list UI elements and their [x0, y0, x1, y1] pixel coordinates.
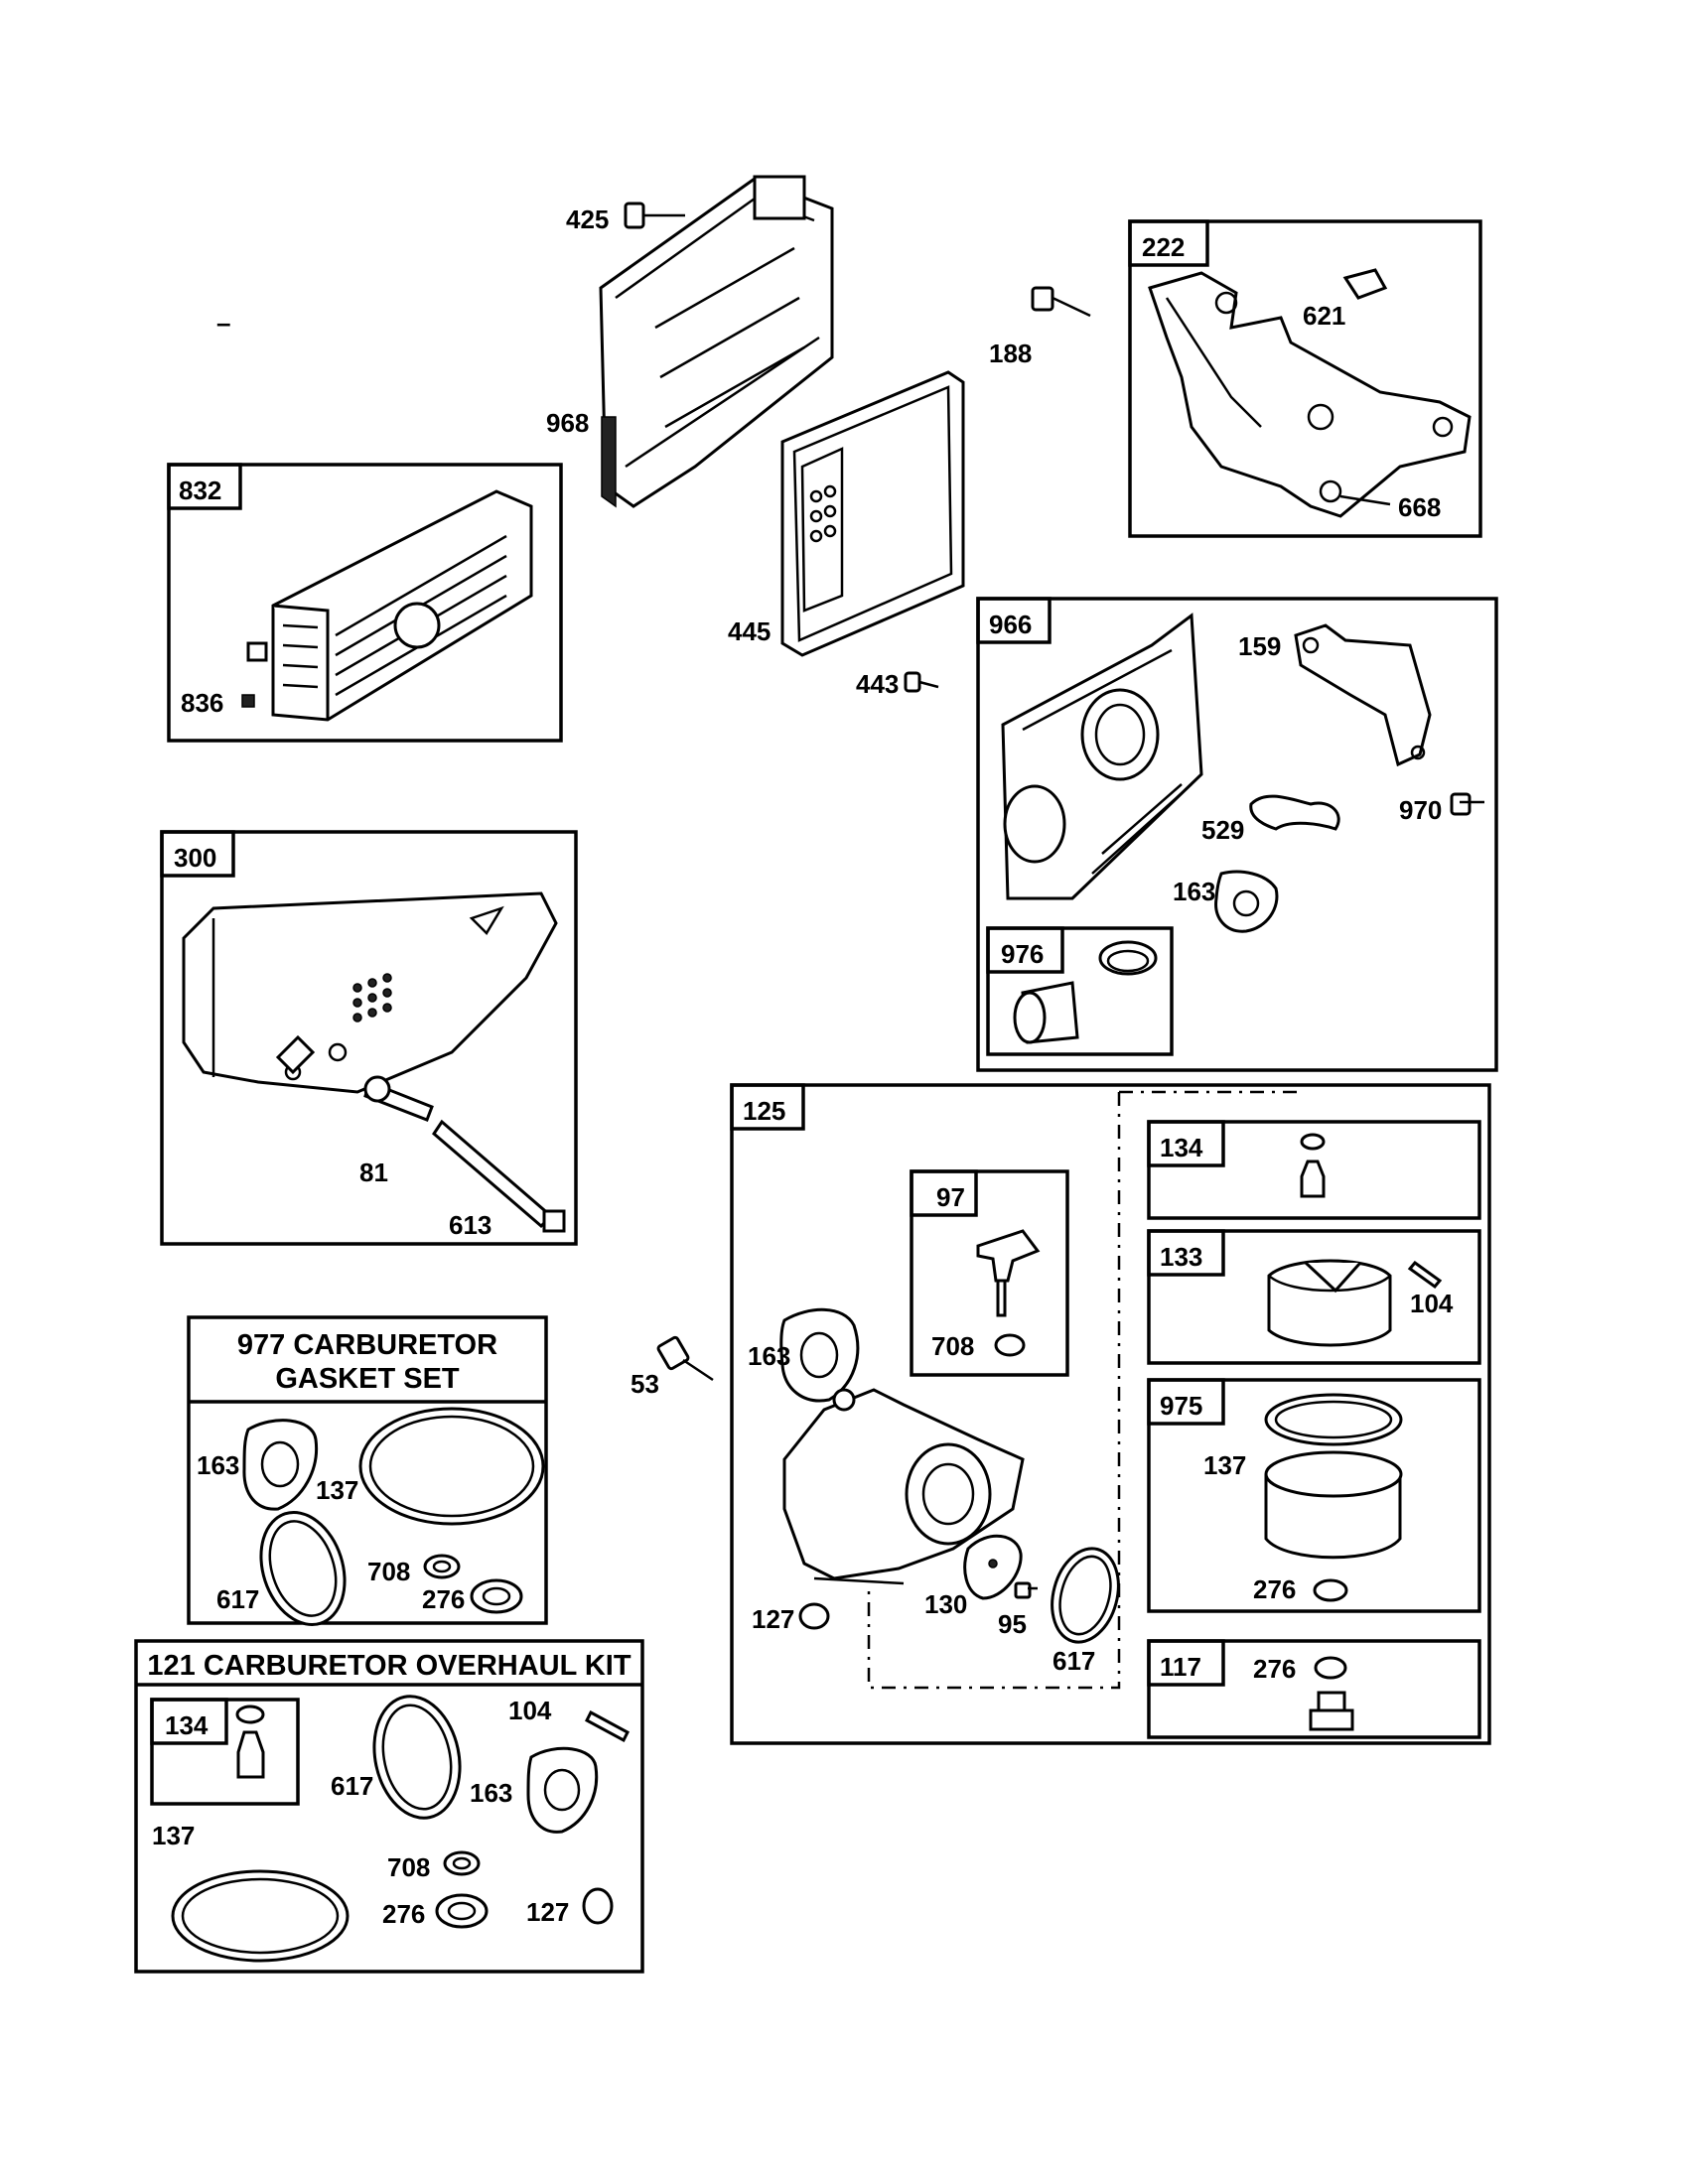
- callout-127a: 127: [752, 1604, 794, 1634]
- box-125: 125 97 708 53 163 127: [631, 1083, 1491, 1745]
- box-966: 966 159 970 529 163 976: [976, 597, 1498, 1072]
- callout-163a: 163: [1173, 877, 1215, 906]
- bolt-53: [656, 1335, 714, 1382]
- callout-708b: 708: [367, 1557, 410, 1586]
- callout-276a: 276: [1253, 1574, 1296, 1604]
- gasket-set-977-box: 977 CARBURETOR GASKET SET 163 137 617 70…: [187, 1315, 548, 1627]
- callout-163b: 163: [748, 1341, 790, 1371]
- callout-617a: 617: [1052, 1646, 1095, 1676]
- callout-276d: 276: [382, 1899, 425, 1929]
- box-label-966: 966: [989, 610, 1032, 639]
- air-cleaner-base-968: [599, 175, 834, 508]
- overhaul-kit-title: 121 CARBURETOR OVERHAUL KIT: [147, 1650, 631, 1682]
- box-label-300: 300: [174, 843, 216, 873]
- callout-159: 159: [1238, 631, 1281, 661]
- callout-708c: 708: [387, 1852, 430, 1882]
- carburetor-body: [782, 1388, 1025, 1585]
- callout-276c: 276: [422, 1584, 465, 1614]
- callout-443: 443: [856, 669, 899, 699]
- callout-127b: 127: [526, 1897, 569, 1927]
- muffler-vent-holes: [352, 973, 392, 1023]
- box-label-117: 117: [1160, 1652, 1201, 1682]
- box-label-97: 97: [936, 1182, 965, 1212]
- callout-104b: 104: [508, 1696, 552, 1725]
- callout-81: 81: [359, 1158, 388, 1187]
- box-label-222: 222: [1142, 232, 1185, 262]
- callout-836: 836: [181, 688, 223, 718]
- callout-668: 668: [1398, 492, 1441, 522]
- callout-445: 445: [728, 616, 771, 646]
- box-label-134a: 134: [1160, 1133, 1203, 1162]
- callout-970: 970: [1399, 795, 1442, 825]
- callout-425: 425: [566, 205, 609, 234]
- callout-188: 188: [989, 339, 1032, 368]
- callout-130: 130: [924, 1589, 967, 1619]
- callout-95: 95: [998, 1609, 1027, 1639]
- box-label-133: 133: [1160, 1242, 1202, 1272]
- callout-53: 53: [631, 1369, 659, 1399]
- gasket-set-title-line2: GASKET SET: [275, 1363, 460, 1395]
- callout-708a: 708: [931, 1331, 974, 1361]
- callout-163c: 163: [197, 1450, 239, 1480]
- box-label-125: 125: [743, 1096, 785, 1126]
- box-label-975: 975: [1160, 1391, 1202, 1421]
- box-label-832: 832: [179, 476, 221, 505]
- callout-621: 621: [1303, 301, 1345, 331]
- overhaul-kit-121-box: 121 CARBURETOR OVERHAUL KIT 134 617 104 …: [134, 1639, 644, 1974]
- stray-mark: –: [216, 308, 230, 338]
- callout-617b: 617: [216, 1584, 259, 1614]
- box-832: 832 836: [167, 463, 563, 743]
- callout-163d: 163: [470, 1778, 512, 1808]
- box-label-976: 976: [1001, 939, 1044, 969]
- air-filter-445: [780, 370, 965, 657]
- box-222: 222 621 668: [1128, 219, 1482, 538]
- callout-968: 968: [546, 408, 589, 438]
- box-300: 300 81 613: [160, 830, 578, 1246]
- callout-137b: 137: [316, 1475, 358, 1505]
- callout-137c: 137: [152, 1821, 195, 1850]
- screw-443: [904, 671, 939, 693]
- screw-425: [624, 202, 685, 229]
- callout-617c: 617: [331, 1771, 373, 1801]
- callout-529: 529: [1201, 815, 1244, 845]
- callout-276b: 276: [1253, 1654, 1296, 1684]
- callout-613: 613: [449, 1210, 491, 1240]
- screw-188: [1031, 286, 1091, 318]
- box-label-134b: 134: [165, 1710, 209, 1740]
- callout-137a: 137: [1203, 1450, 1246, 1480]
- callout-104a: 104: [1410, 1289, 1454, 1318]
- gasket-set-title-line1: 977 CARBURETOR: [237, 1329, 497, 1361]
